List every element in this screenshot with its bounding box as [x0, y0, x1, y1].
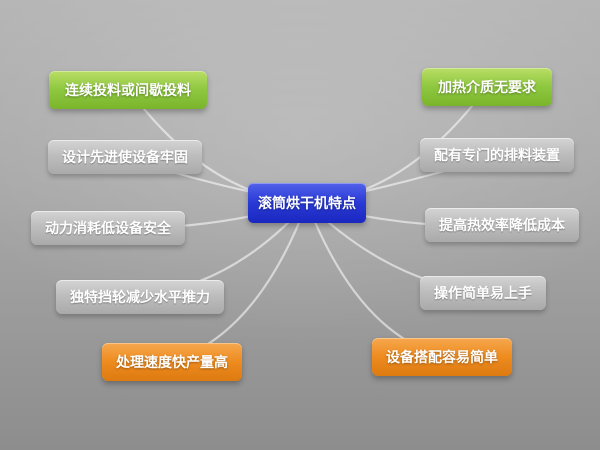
node-low-power[interactable]: 动力消耗低设备安全	[31, 211, 185, 245]
node-easy-operation[interactable]: 操作简单易上手	[420, 276, 546, 310]
node-thermal-efficiency[interactable]: 提高热效率降低成本	[425, 208, 579, 242]
node-center-topic[interactable]: 滚筒烘干机特点	[248, 183, 366, 223]
node-easy-matching[interactable]: 设备搭配容易简单	[372, 338, 512, 376]
node-advanced-design[interactable]: 设计先进使设备牢固	[48, 140, 202, 174]
node-discharge-device[interactable]: 配有专门的排料装置	[420, 138, 574, 172]
node-continuous-feeding[interactable]: 连续投料或间歇投料	[49, 71, 207, 109]
node-high-output[interactable]: 处理速度快产量高	[102, 343, 242, 381]
node-thrust-wheel[interactable]: 独特挡轮减少水平推力	[56, 280, 224, 314]
node-heating-medium[interactable]: 加热介质无要求	[422, 68, 552, 106]
